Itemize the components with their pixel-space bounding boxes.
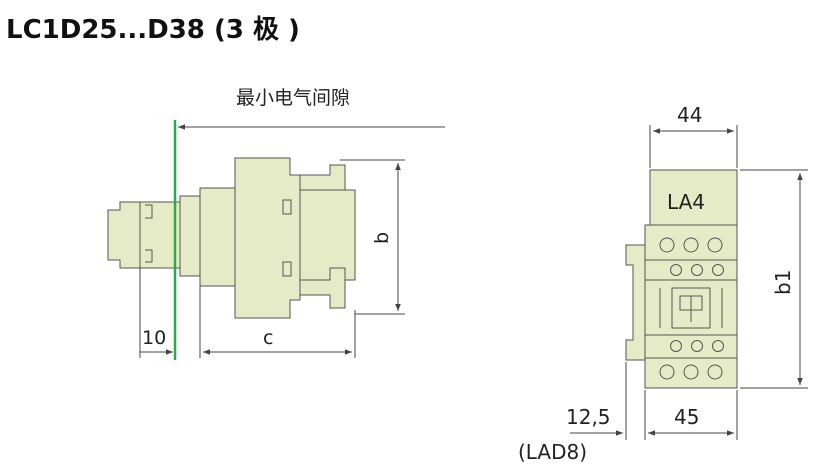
la4-module bbox=[649, 169, 738, 226]
dim-b1-label: b1 bbox=[771, 270, 795, 295]
side-front-plate bbox=[199, 187, 236, 287]
terminal-screw bbox=[707, 237, 723, 253]
terminal-screw bbox=[707, 364, 723, 380]
side-connector bbox=[179, 195, 201, 277]
terminal-screw bbox=[712, 340, 724, 352]
dim-offset-label: 12,5 bbox=[566, 405, 611, 429]
side-main-body bbox=[234, 157, 301, 319]
front-view: LA4 bbox=[625, 169, 738, 389]
lad8-side-block bbox=[625, 244, 646, 361]
terminal-screw bbox=[670, 340, 682, 352]
la4-label: LA4 bbox=[667, 190, 705, 214]
min-clearance-label: 最小电气间隙 bbox=[236, 87, 350, 109]
side-rear-housing bbox=[299, 189, 356, 281]
side-accessory-block bbox=[107, 201, 181, 269]
dim-c-label: c bbox=[263, 327, 273, 349]
dim-45-label: 45 bbox=[674, 405, 699, 429]
dim-10-label: 10 bbox=[142, 327, 166, 349]
side-view bbox=[107, 157, 356, 319]
terminal-screw bbox=[691, 340, 703, 352]
dim-44-label: 44 bbox=[677, 103, 702, 127]
side-terminal-bottom bbox=[299, 267, 346, 309]
accessory-notch-bottom bbox=[145, 249, 153, 263]
side-clip-top bbox=[282, 199, 292, 215]
page-title: LC1D25...D38 (3 极 ) bbox=[6, 15, 300, 45]
terminal-screw bbox=[683, 237, 699, 253]
terminal-screw bbox=[691, 264, 703, 276]
dim-b-label: b bbox=[371, 232, 393, 244]
accessory-notch-top bbox=[145, 204, 153, 219]
side-clip-bottom bbox=[282, 261, 292, 277]
terminal-screw bbox=[712, 264, 724, 276]
center-window bbox=[671, 287, 711, 329]
terminal-screw bbox=[659, 237, 675, 253]
lad8-label: (LAD8) bbox=[518, 440, 587, 464]
terminal-screw bbox=[670, 264, 682, 276]
terminal-screw bbox=[683, 364, 699, 380]
terminal-screw bbox=[659, 364, 675, 380]
